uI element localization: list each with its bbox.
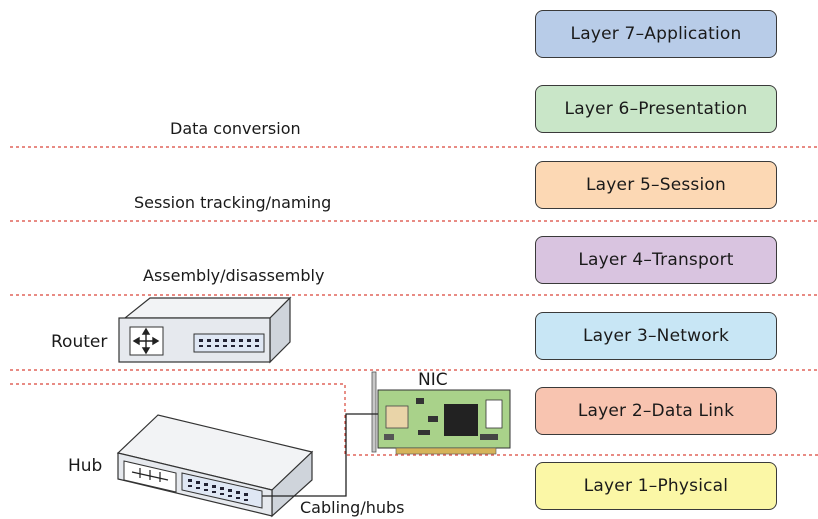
layer-4-box: Layer 4–Transport [535,236,777,284]
nic-label: NIC [418,370,448,390]
data-conversion-text: Data conversion [170,119,301,138]
hub-icon [116,414,314,518]
layer-6-label: Layer 6–Presentation [564,99,748,119]
layer-1-box: Layer 1–Physical [535,462,777,510]
session-tracking-text: Session tracking/naming [134,193,332,212]
cabling-text: Cabling/hubs [300,498,405,517]
cable [262,413,378,497]
nic-icon [371,371,511,455]
layer-4-label: Layer 4–Transport [578,250,734,270]
layer-3-box: Layer 3–Network [535,312,777,360]
divider-2-1 [10,383,818,456]
layer-3-label: Layer 3–Network [582,326,730,346]
hub-label: Hub [68,456,103,476]
layer-2-label: Layer 2–Data Link [577,401,735,421]
layer-2-box: Layer 2–Data Link [535,387,777,435]
router-label: Router [51,332,108,352]
layer-1-label: Layer 1–Physical [583,476,729,496]
layer-7-box: Layer 7–Application [535,10,777,58]
layer-5-box: Layer 5–Session [535,161,777,209]
layer-7-label: Layer 7–Application [570,24,742,44]
assembly-text: Assembly/disassembly [143,266,325,285]
router-icon [118,296,292,364]
layer-6-box: Layer 6–Presentation [535,85,777,133]
layer-5-label: Layer 5–Session [586,175,726,195]
